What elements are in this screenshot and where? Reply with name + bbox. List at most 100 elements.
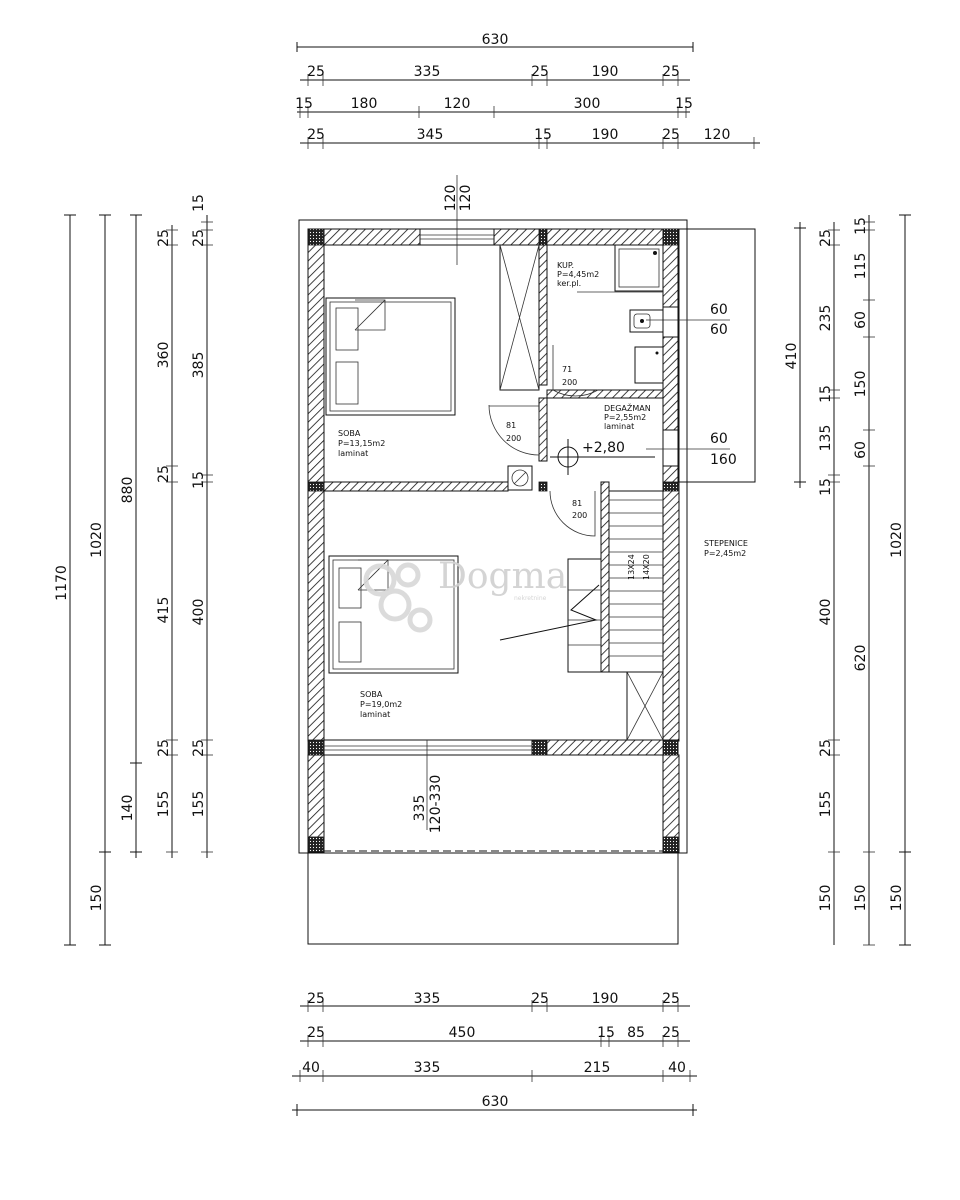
right-dim-c2-f: 400: [818, 599, 834, 626]
wardrobe-2-icon: [626, 671, 664, 741]
right-dim-c3-b: 115: [853, 253, 869, 280]
wardrobe-1-icon: [499, 244, 540, 391]
bottom-dim-r1-c: 25: [531, 991, 549, 1007]
opening-1-height: 60: [710, 322, 728, 338]
bottom-dim-r3-a: 40: [302, 1060, 320, 1076]
bottom-dim-r1-e: 25: [662, 991, 680, 1007]
left-dim-c5-g: 155: [191, 791, 207, 818]
top-dim-r4-b: 345: [417, 127, 444, 143]
room-soba2-floor: laminat: [360, 710, 390, 719]
vent-icon: [507, 465, 533, 491]
watermark-logo-icon: [363, 562, 433, 633]
right-dim-c2-c: 15: [818, 385, 834, 403]
bottom-dim-r1-a: 25: [307, 991, 325, 1007]
door-1-height: 200: [506, 434, 521, 443]
watermark-text: Dogma: [438, 556, 567, 597]
right-dim-c2-b: 235: [818, 305, 834, 332]
watermark-subtext: nekretnine: [514, 595, 547, 602]
bottom-dim-r1-d: 190: [592, 991, 619, 1007]
bottom-dimensions: 25 335 25 190 25 25 450 15 85 25 40 335 …: [292, 991, 697, 1116]
stairs: 13X24 14X20: [499, 490, 664, 673]
left-dim-1170: 1170: [54, 565, 70, 601]
bottom-dim-r1-b: 335: [414, 991, 441, 1007]
left-dim-c4-b: 360: [156, 342, 172, 369]
room-soba1-floor: laminat: [338, 449, 368, 458]
top-dim-r2-d: 190: [592, 64, 619, 80]
window-top-b: 120: [458, 185, 474, 212]
left-dim-140: 140: [120, 795, 136, 822]
left-dim-c5-b: 25: [191, 229, 207, 247]
room-soba1-name: SOBA: [338, 429, 361, 438]
room-soba1-area: P=13,15m2: [338, 439, 385, 448]
bottom-dim-r3-c: 215: [584, 1060, 611, 1076]
right-dim-c2-g: 25: [818, 739, 834, 757]
left-dimensions: 1170 1020 150 880 140 25 360 25 415 25 1…: [54, 194, 213, 946]
top-dimensions: 630 25 335 25 190 25 15 180 120 300 15: [295, 32, 760, 149]
top-dim-r2-e: 25: [662, 64, 680, 80]
right-dim-1020: 1020: [889, 522, 905, 558]
top-dim-r2-b: 335: [414, 64, 441, 80]
washer-icon: [634, 346, 664, 384]
left-dim-c4-e: 25: [156, 739, 172, 757]
top-dim-r2-a: 25: [307, 64, 325, 80]
bed-1-icon: [325, 297, 456, 416]
right-dim-c3-d: 150: [853, 371, 869, 398]
door-1-width: 81: [506, 421, 516, 430]
room-soba2-name: SOBA: [360, 690, 383, 699]
left-dim-150: 150: [89, 885, 105, 912]
right-dim-c2-i: 150: [818, 885, 834, 912]
left-dim-c5-c: 385: [191, 352, 207, 379]
top-dim-total: 630: [482, 32, 509, 48]
top-dim-r4-c: 15: [534, 127, 552, 143]
shower-icon: [614, 244, 664, 292]
level-value: +2,80: [582, 440, 625, 456]
left-dim-c4-f: 155: [156, 791, 172, 818]
left-dim-c5-d: 15: [191, 471, 207, 489]
room-stepenice-area: P=2,45m2: [704, 549, 746, 558]
bottom-dim-r2-d: 85: [627, 1025, 645, 1041]
opening-2-width: 60: [710, 431, 728, 447]
furniture: [325, 244, 664, 741]
top-dim-r4-f: 120: [704, 127, 731, 143]
right-dim-c2-h: 155: [818, 791, 834, 818]
room-kup-name: KUP.: [557, 261, 574, 270]
left-dim-c5-e: 400: [191, 599, 207, 626]
bottom-dim-r3-b: 335: [414, 1060, 441, 1076]
left-dim-c4-d: 415: [156, 597, 172, 624]
door-3-height: 200: [572, 511, 587, 520]
top-dim-r4-e: 25: [662, 127, 680, 143]
top-dim-r3-a: 15: [295, 96, 313, 112]
right-dim-c2-e: 15: [818, 478, 834, 496]
right-dimensions: 410 25 235 15 135 15 400 25 155 150 15 1…: [784, 214, 911, 946]
left-dim-1020: 1020: [89, 522, 105, 558]
doors: 81 200 71 200 81 200: [488, 345, 599, 537]
bottom-dim-r2-e: 25: [662, 1025, 680, 1041]
left-dim-c5-f: 25: [191, 739, 207, 757]
right-dim-c3-a: 15: [853, 217, 869, 235]
top-dim-r3-c: 120: [444, 96, 471, 112]
room-degazman-area: P=2,55m2: [604, 413, 646, 422]
room-stepenice-name: STEPENICE: [704, 539, 748, 548]
balcony-dim-a: 335: [412, 795, 428, 822]
bottom-dim-r2-c: 15: [597, 1025, 615, 1041]
opening-1-width: 60: [710, 302, 728, 318]
building: [298, 175, 756, 945]
balcony-dim-b: 120-330: [428, 775, 444, 834]
right-dim-c3-c: 60: [853, 311, 869, 329]
bottom-dim-r2-a: 25: [307, 1025, 325, 1041]
stairs-step-b: 14X20: [642, 554, 651, 580]
room-labels: SOBA P=13,15m2 laminat KUP. P=4,45m2 ker…: [338, 261, 748, 719]
top-dim-r4-d: 190: [592, 127, 619, 143]
right-dim-c3-g: 150: [853, 885, 869, 912]
door-3-width: 81: [572, 499, 582, 508]
right-dim-150: 150: [889, 885, 905, 912]
left-dim-c4-c: 25: [156, 465, 172, 483]
room-kup-area: P=4,45m2: [557, 270, 599, 279]
watermark: Dogma nekretnine: [363, 556, 567, 633]
right-dim-c2-a: 25: [818, 229, 834, 247]
left-dim-c4-a: 25: [156, 229, 172, 247]
top-dim-r2-c: 25: [531, 64, 549, 80]
door-2-width: 71: [562, 365, 572, 374]
right-dim-c3-e: 60: [853, 441, 869, 459]
